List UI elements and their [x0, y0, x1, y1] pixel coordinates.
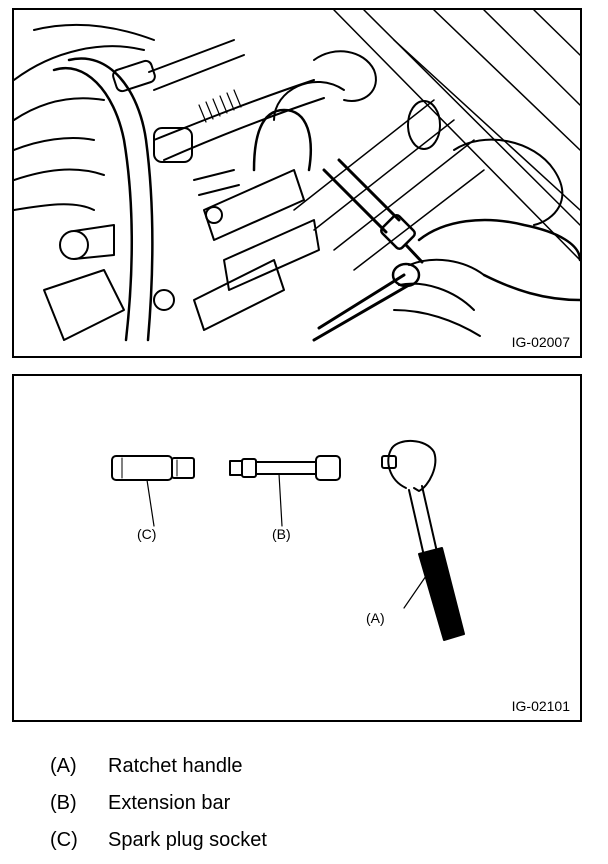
engine-illustration [14, 10, 580, 342]
legend-label: Ratchet handle [108, 755, 243, 777]
callout-c: (C) [137, 526, 157, 542]
legend-key: (B) [50, 792, 77, 814]
legend-label: Extension bar [108, 792, 231, 814]
extension-bar-drawing [229, 455, 341, 527]
legend-item: (C) Spark plug socket [50, 822, 267, 859]
figure-code: IG-02007 [509, 334, 572, 350]
legend-label: Spark plug socket [108, 829, 267, 851]
legend-key: (C) [50, 829, 78, 851]
figure-code: IG-02101 [509, 698, 572, 714]
spark-plug-socket-drawing [111, 455, 195, 527]
tools-illustration [111, 440, 465, 641]
callout-a: (A) [366, 610, 385, 626]
legend: (A) Ratchet handle (B) Extension bar (C)… [50, 748, 267, 859]
callout-b: (B) [272, 526, 291, 542]
legend-key: (A) [50, 755, 77, 777]
tools-illustration-panel: (C) (B) (A) IG-02101 [12, 374, 582, 722]
legend-item: (A) Ratchet handle [50, 748, 267, 785]
legend-item: (B) Extension bar [50, 785, 267, 822]
engine-illustration-panel: IG-02007 [12, 8, 582, 358]
ratchet-handle-drawing [381, 440, 465, 641]
